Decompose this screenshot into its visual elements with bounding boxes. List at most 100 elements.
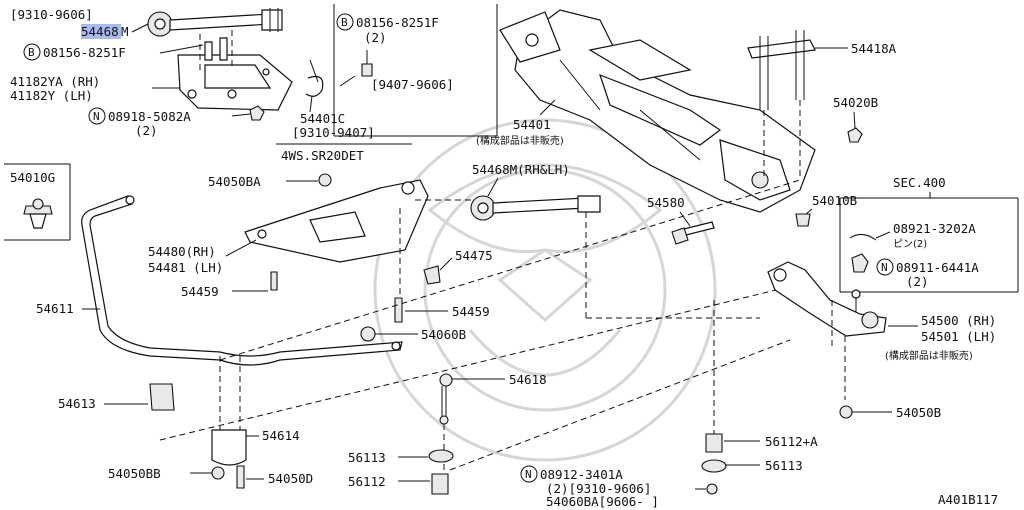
- part-number-54480-rh[interactable]: 54480(RH): [148, 244, 216, 259]
- part-number-54580[interactable]: 54580: [647, 195, 685, 210]
- upper-link-assembly: [147, 8, 324, 121]
- part-number-08911[interactable]: 08911-6441A: [896, 260, 979, 275]
- bracket-drawing: [211, 429, 247, 466]
- part-number-08918[interactable]: 08918-5082A: [108, 109, 191, 124]
- bushing-drawing: [149, 383, 175, 411]
- washer-drawing: [360, 326, 376, 342]
- prefix-b-circle: [23, 43, 41, 61]
- prefix-b-letter: B: [28, 46, 35, 59]
- prefix-n-circle: [876, 258, 894, 276]
- bolt-drawing: [236, 465, 245, 489]
- part-number-54500-rh[interactable]: 54500 (RH): [921, 313, 996, 328]
- part-number-08156-left[interactable]: 08156-8251F: [43, 45, 126, 60]
- lower-arm-drawing: [713, 261, 887, 440]
- not-sold-note: (構成部品は非販売): [476, 134, 564, 147]
- inset-frame-4ws: 4WS.SR20DET B 08156-8251F (2) [9407-9606…: [276, 4, 498, 163]
- prefix-n-letter: N: [881, 261, 888, 274]
- prefix-n-circle: [520, 465, 538, 483]
- part-number-54618[interactable]: 54618: [509, 372, 547, 387]
- part-number-54475[interactable]: 54475: [455, 248, 493, 263]
- diagram-id: A401B117: [938, 492, 998, 507]
- bolt-drawing: [361, 63, 373, 77]
- highlight-marker: [81, 24, 121, 39]
- part-suffix-label: M: [121, 24, 129, 39]
- part-number-54459-right[interactable]: 54459: [452, 304, 490, 319]
- part-number-54481-lh[interactable]: 54481 (LH): [148, 260, 223, 275]
- alignment-lines: [159, 179, 801, 471]
- inset-box-54010g: 54010G: [4, 163, 71, 241]
- part-number-56112-left[interactable]: 56112: [348, 474, 386, 489]
- part-number-08921[interactable]: 08921-3202A: [893, 221, 976, 236]
- stud-assembly-drawing: [747, 30, 816, 180]
- nut-drawing: [851, 253, 869, 273]
- nut-drawing: [706, 483, 718, 495]
- washer-drawing: [211, 466, 225, 480]
- part-number-08156-inset[interactable]: 08156-8251F: [356, 15, 439, 30]
- prefix-n-circle: [88, 107, 106, 125]
- part-number-54468-highlighted[interactable]: 54468: [81, 24, 119, 39]
- date-range-label: [9310-9407]: [292, 125, 375, 140]
- nut-drawing: [847, 127, 863, 143]
- prefix-b-circle: [336, 13, 354, 31]
- part-number-56112a[interactable]: 56112+A: [765, 434, 818, 449]
- section-reference: SEC.400: [893, 175, 946, 190]
- part-number-54611[interactable]: 54611: [36, 301, 74, 316]
- part-number-54050b[interactable]: 54050B: [896, 405, 941, 420]
- date-range-label: [9407-9606]: [371, 77, 454, 92]
- part-number-54050bb[interactable]: 54050BB: [108, 466, 161, 481]
- bolt-drawing: [394, 297, 403, 323]
- washer-drawing: [318, 173, 332, 187]
- part-number-54020b[interactable]: 54020B: [833, 95, 878, 110]
- part-number-54060ba[interactable]: 54060BA[9606- ]: [546, 494, 659, 509]
- bump-stop-drawing: [423, 265, 441, 285]
- label-group-stabilizer: 54611 54060B 54618 54613 54614 54050BB 5…: [36, 301, 547, 489]
- clip-drawing: [795, 213, 811, 227]
- clip-drawing: [305, 75, 324, 97]
- part-number-54418a[interactable]: 54418A: [851, 41, 897, 56]
- quantity-label: (2): [135, 123, 158, 138]
- part-number-54613[interactable]: 54613: [58, 396, 96, 411]
- bushing-drawing: [428, 449, 454, 463]
- part-number-54050ba[interactable]: 54050BA: [208, 174, 261, 189]
- stabilizer-bar-drawing: [81, 195, 403, 440]
- part-number-08912[interactable]: 08912-3401A: [540, 467, 623, 482]
- prefix-b-letter: B: [341, 16, 348, 29]
- part-number-54050d[interactable]: 54050D: [268, 471, 313, 486]
- date-range-label: [9310-9606]: [10, 7, 93, 22]
- date-range-label: (2)[9310-9606]: [546, 481, 651, 496]
- part-number-54401c[interactable]: 54401C: [300, 111, 345, 126]
- pin-drawing: [849, 234, 877, 241]
- bushing-drawing: [701, 459, 727, 473]
- label-group-lower-link: 54050BA 54468M(RH&LH) 54480(RH) 54481 (L…: [148, 162, 570, 323]
- label-group-lower-arm: 54500 (RH) 54501 (LH) (構成部品は非販売) 54050B …: [701, 313, 996, 473]
- part-number-56113-right[interactable]: 56113: [765, 458, 803, 473]
- bushing-drawing: [431, 473, 449, 495]
- quantity-label: (2): [364, 30, 387, 45]
- pin-label: ピン(2): [893, 238, 927, 250]
- part-number-54401[interactable]: 54401: [513, 117, 551, 132]
- quantity-label: (2): [906, 274, 929, 289]
- label-group-subframe: 54418A 54020B 54401 (構成部品は非販売): [476, 41, 897, 147]
- part-number-54010g[interactable]: 54010G: [10, 170, 55, 185]
- part-number-54010b[interactable]: 54010B: [812, 193, 857, 208]
- part-number-54459-left[interactable]: 54459: [181, 284, 219, 299]
- subframe-drawing: [499, 9, 816, 213]
- part-number-41182ya[interactable]: 41182YA (RH): [10, 74, 100, 89]
- not-sold-note: (構成部品は非販売): [885, 349, 973, 362]
- part-number-41182y[interactable]: 41182Y (LH): [10, 88, 93, 103]
- upper-link-rear-drawing: [470, 195, 760, 319]
- stabilizer-link-drawing: [439, 373, 453, 470]
- part-number-54614[interactable]: 54614: [262, 428, 300, 443]
- bolt-drawing: [270, 271, 278, 291]
- prefix-n-letter: N: [93, 110, 100, 123]
- lower-link-drawing: [244, 179, 480, 300]
- label-group-top-left: [9310-9606] 54468 M B 08156-8251F 41182Y…: [10, 7, 375, 140]
- part-number-56113-left[interactable]: 56113: [348, 450, 386, 465]
- bolt-54580-drawing: [671, 221, 715, 245]
- variant-label: 4WS.SR20DET: [281, 148, 364, 163]
- washer-drawing: [839, 405, 853, 419]
- part-number-54468m-rh-lh[interactable]: 54468M(RH&LH): [472, 162, 570, 177]
- part-number-54060b[interactable]: 54060B: [421, 327, 466, 342]
- part-number-54501-lh[interactable]: 54501 (LH): [921, 329, 996, 344]
